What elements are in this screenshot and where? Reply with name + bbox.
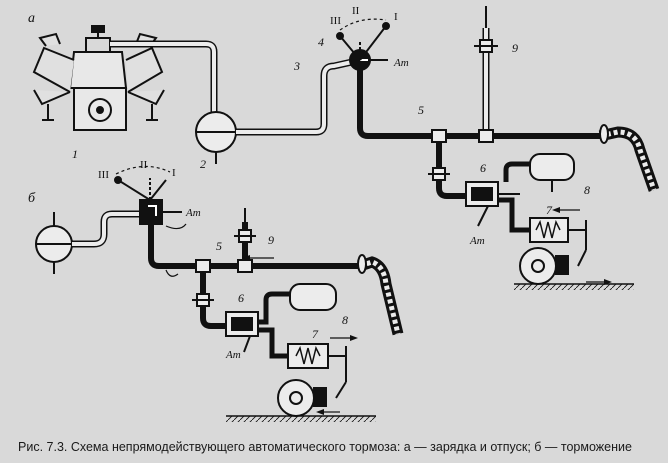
label-5: 5 bbox=[418, 103, 424, 117]
wheel-a bbox=[519, 247, 569, 285]
wheel-b bbox=[277, 379, 327, 417]
aux-reservoir-a bbox=[529, 153, 575, 192]
panel-a-exhaust: Ат bbox=[393, 57, 409, 69]
label-9: 9 bbox=[512, 41, 518, 55]
label-6: 6 bbox=[480, 161, 486, 175]
isolating-cock-b bbox=[234, 229, 256, 243]
label-8: 8 bbox=[584, 183, 590, 197]
label-b-6: 6 bbox=[238, 291, 244, 305]
label-b-7: 7 bbox=[312, 327, 319, 341]
panel-a-pos-3: III bbox=[330, 15, 341, 27]
label-b-5: 5 bbox=[216, 239, 222, 253]
coupling-hose-b bbox=[357, 254, 404, 336]
label-4: 4 bbox=[318, 35, 324, 49]
branch-cock-b bbox=[192, 293, 214, 307]
panel-b-letter: б bbox=[28, 191, 36, 206]
label-2: 2 bbox=[200, 157, 206, 171]
brake-pipe-a bbox=[357, 70, 600, 139]
panel-b-pos-1: I bbox=[172, 167, 176, 179]
coupling-hose-a bbox=[598, 124, 660, 192]
panel-b-exhaust: Ат bbox=[185, 207, 201, 219]
air-distributor-a bbox=[465, 181, 520, 227]
label-3: 3 bbox=[293, 59, 300, 73]
panel-a-letter: а bbox=[28, 11, 35, 26]
brake-pipe-b bbox=[148, 224, 360, 269]
panel-a-pos-2: II bbox=[352, 5, 360, 17]
main-reservoir-b bbox=[35, 212, 73, 274]
driver-valve bbox=[336, 18, 390, 71]
compressor bbox=[32, 25, 165, 131]
panel-b-pos-2: II bbox=[140, 159, 148, 171]
brake-cylinder-a bbox=[529, 217, 587, 267]
label-b-9: 9 bbox=[268, 233, 274, 247]
aux-reservoir-b bbox=[289, 283, 337, 311]
brake-cylinder-b bbox=[287, 343, 347, 399]
panel-b-pos-3: III bbox=[98, 169, 109, 181]
panel-a-exhaust-small: Ат bbox=[469, 235, 485, 247]
panel-a-pos-1: I bbox=[394, 11, 398, 23]
label-b-8: 8 bbox=[342, 313, 348, 327]
label-1: 1 bbox=[72, 147, 78, 161]
panel-b-exhaust-small: Ат bbox=[225, 349, 241, 361]
air-distributor-b bbox=[225, 311, 259, 353]
label-7: 7 bbox=[546, 203, 553, 217]
branch-cock-a bbox=[428, 167, 450, 181]
figure-caption: Рис. 7.3. Схема непрямодействующего авто… bbox=[18, 440, 632, 454]
isolating-cock-a bbox=[474, 39, 498, 53]
